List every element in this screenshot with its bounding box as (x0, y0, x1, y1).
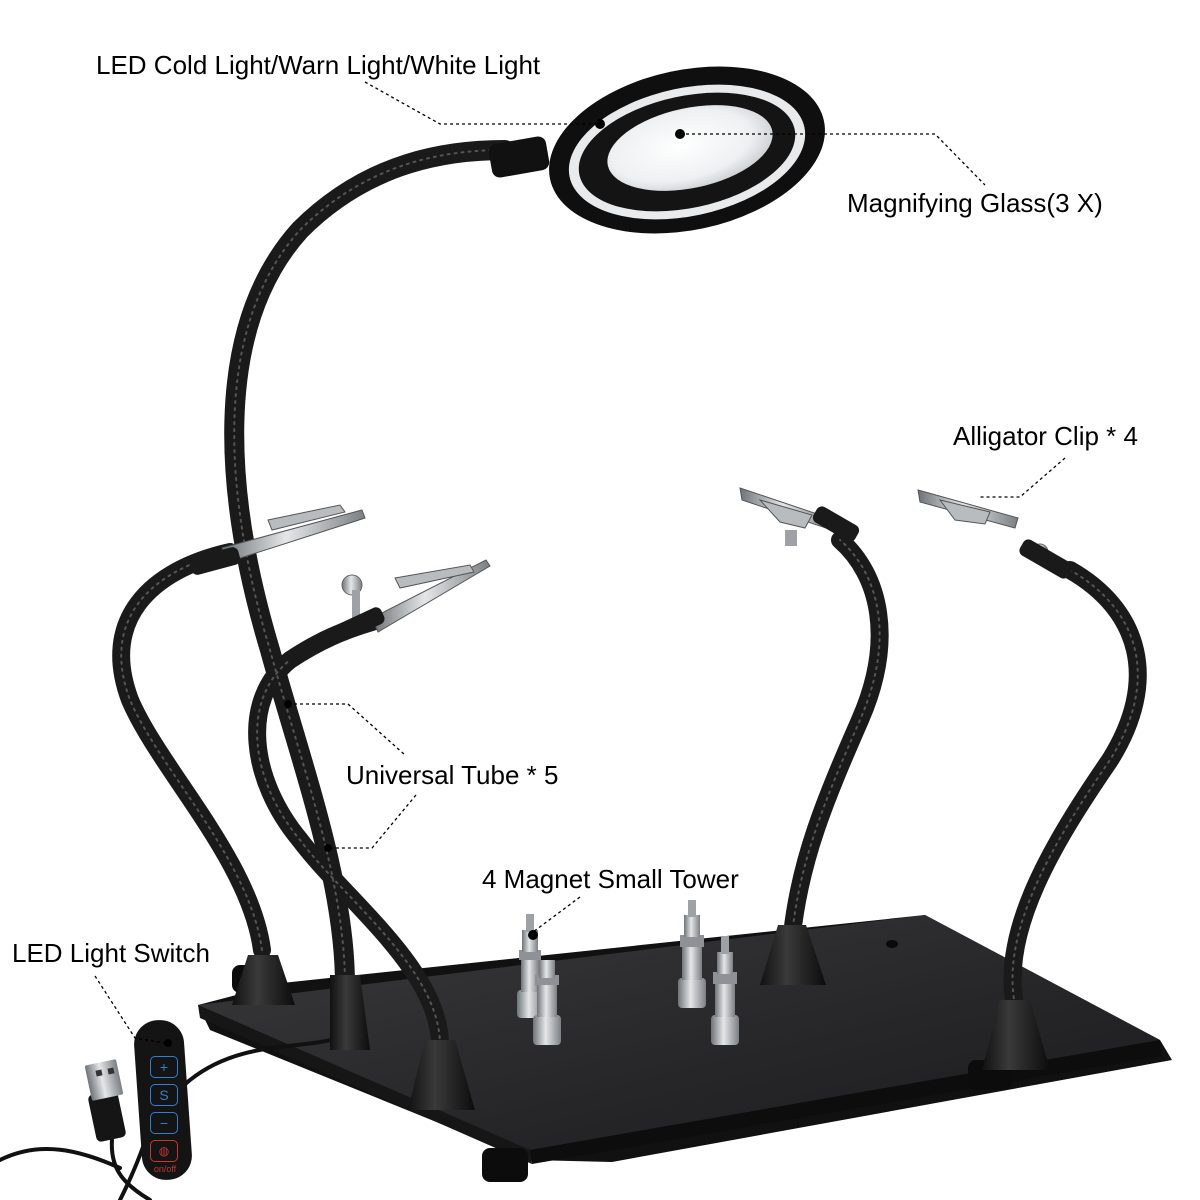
alligator-clips (189, 487, 1073, 641)
on-off-label: on/off (153, 1164, 177, 1174)
callout-pointers (94, 81, 1066, 1044)
magnet-tower-3 (678, 900, 706, 1008)
universal-tubes (112, 140, 1147, 1054)
power-button[interactable]: ◍ (150, 1140, 178, 1162)
power-icon: ◍ (158, 1144, 170, 1158)
alligator-clip-4 (917, 489, 1073, 579)
magnet-towers (517, 900, 739, 1045)
minus-label: − (159, 1115, 169, 1131)
plus-label: + (159, 1059, 169, 1075)
tube-cone-bases (232, 925, 1050, 1110)
magnet-tower-1 (517, 914, 543, 1018)
label-alligator-clip: Alligator Clip * 4 (953, 421, 1138, 451)
magnet-tower-4 (711, 936, 739, 1045)
label-magnet-tower: 4 Magnet Small Tower (482, 864, 739, 894)
led-ring-lamp (488, 66, 825, 234)
plus-button[interactable]: + (150, 1056, 178, 1078)
label-universal-tube: Universal Tube * 5 (346, 760, 559, 790)
magnet-tower-2 (533, 960, 561, 1045)
alligator-clip-3 (739, 487, 860, 546)
alligator-clip-2 (335, 559, 491, 641)
label-magnifying-glass: Magnifying Glass(3 X) (847, 188, 1103, 218)
minus-button[interactable]: − (150, 1112, 178, 1134)
switch-buttons: + S − ◍ on/off (150, 1056, 180, 1174)
mode-button[interactable]: S (150, 1084, 178, 1106)
label-light-switch: LED Light Switch (12, 938, 210, 968)
alligator-clip-1 (189, 504, 366, 575)
mode-label: S (159, 1087, 169, 1103)
usb-plug-icon (84, 1059, 126, 1142)
label-led-light: LED Cold Light/Warn Light/White Light (96, 50, 541, 80)
